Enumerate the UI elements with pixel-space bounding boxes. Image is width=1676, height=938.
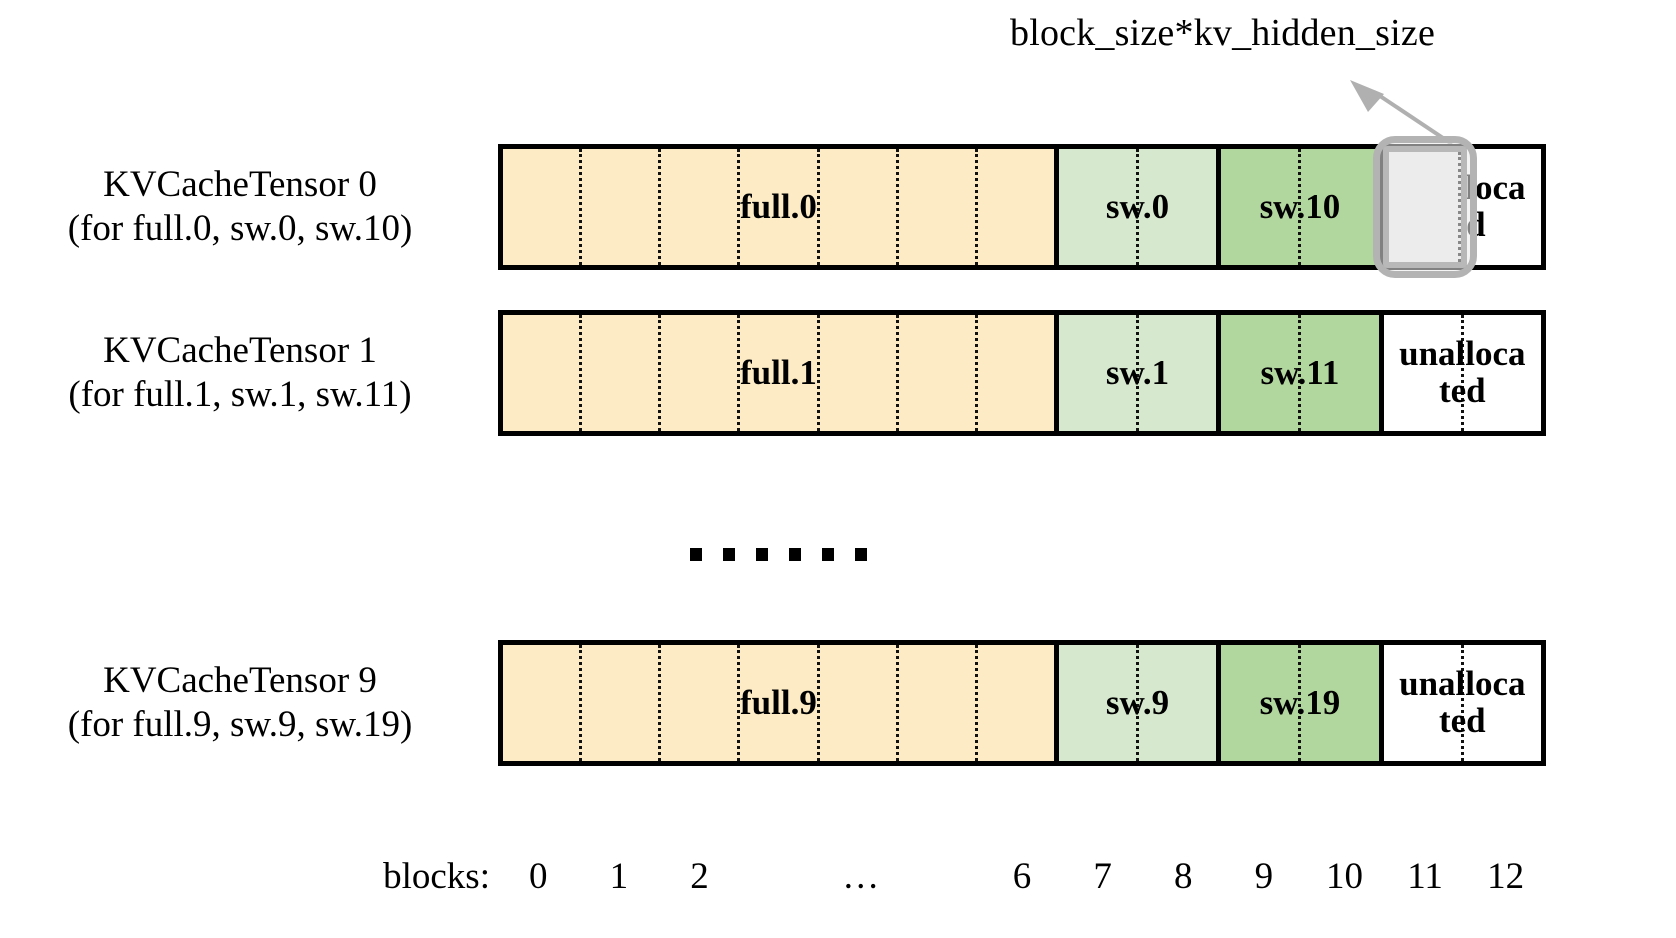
annotation-arrow-icon (1350, 80, 1454, 146)
tensor-row-label: KVCacheTensor 1(for full.1, sw.1, sw.11) (0, 298, 480, 448)
blocks-axis-tick: 8 (1173, 856, 1193, 897)
rows-ellipsis (690, 548, 867, 561)
block-dividers (1384, 645, 1541, 761)
block-dividers (1221, 645, 1378, 761)
block-dividers (1384, 149, 1541, 265)
tensor-row: KVCacheTensor 0(for full.0, sw.0, sw.10)… (0, 132, 1676, 282)
block-dividers (1221, 149, 1378, 265)
tensor-row-label-line1: KVCacheTensor 1 (103, 330, 377, 372)
block-dividers (503, 645, 1054, 761)
annotation-label: block_size*kv_hidden_size (1010, 12, 1436, 54)
tensor-row-label-line1: KVCacheTensor 9 (103, 660, 377, 702)
tensor-row-label: KVCacheTensor 9(for full.9, sw.9, sw.19) (0, 628, 480, 778)
tensor-segment[interactable]: full.1 (503, 315, 1059, 431)
block-dividers (503, 315, 1054, 431)
block-dividers (503, 149, 1054, 265)
ellipsis-dot (723, 548, 735, 561)
blocks-axis-tick: 12 (1487, 856, 1525, 897)
blocks-axis-tick: 1 (609, 856, 629, 897)
block-dividers (1221, 315, 1378, 431)
blocks-axis-tick: 7 (1093, 856, 1112, 897)
tensor-segment[interactable]: sw.1 (1058, 315, 1222, 431)
blocks-axis-title: blocks: (383, 856, 490, 897)
tensor-row-label-line2: (for full.1, sw.1, sw.11) (68, 374, 412, 415)
tensor-segment[interactable]: sw.11 (1221, 315, 1384, 431)
blocks-axis-tick: 11 (1407, 856, 1443, 897)
block-dividers (1059, 149, 1216, 265)
tensor-row: KVCacheTensor 9(for full.9, sw.9, sw.19)… (0, 628, 1676, 778)
ellipsis-dot (822, 548, 834, 561)
blocks-axis-tick: 0 (529, 856, 548, 897)
tensor-row: KVCacheTensor 1(for full.1, sw.1, sw.11)… (0, 298, 1676, 448)
tensor-segment[interactable]: sw.0 (1058, 149, 1222, 265)
ellipsis-dot (789, 548, 801, 561)
ellipsis-dot (756, 548, 768, 561)
blocks-axis-tick: 2 (690, 856, 709, 897)
tensor-row-label-line1: KVCacheTensor 0 (103, 164, 377, 206)
block-dividers (1384, 315, 1541, 431)
tensor-segment[interactable]: full.0 (503, 149, 1059, 265)
tensor-row-label-line2: (for full.9, sw.9, sw.19) (67, 704, 413, 745)
block-dividers (1059, 645, 1216, 761)
tensor-row-label-line2: (for full.0, sw.0, sw.10) (67, 208, 413, 249)
tensor-row-label: KVCacheTensor 0(for full.0, sw.0, sw.10) (0, 132, 480, 282)
tensor-segment[interactable]: sw.10 (1221, 149, 1384, 265)
blocks-axis-tick: 10 (1325, 856, 1363, 897)
tensor-segment[interactable]: full.9 (503, 645, 1059, 761)
tensor-segment[interactable]: sw.19 (1221, 645, 1384, 761)
tensor-segment[interactable]: sw.9 (1058, 645, 1222, 761)
blocks-axis-tick: … (842, 856, 880, 897)
blocks-axis-tick: 9 (1254, 856, 1274, 897)
blocks-axis-tick: 6 (1012, 856, 1032, 897)
block-dividers (1059, 315, 1216, 431)
ellipsis-dot (690, 548, 702, 561)
ellipsis-dot (855, 548, 867, 561)
